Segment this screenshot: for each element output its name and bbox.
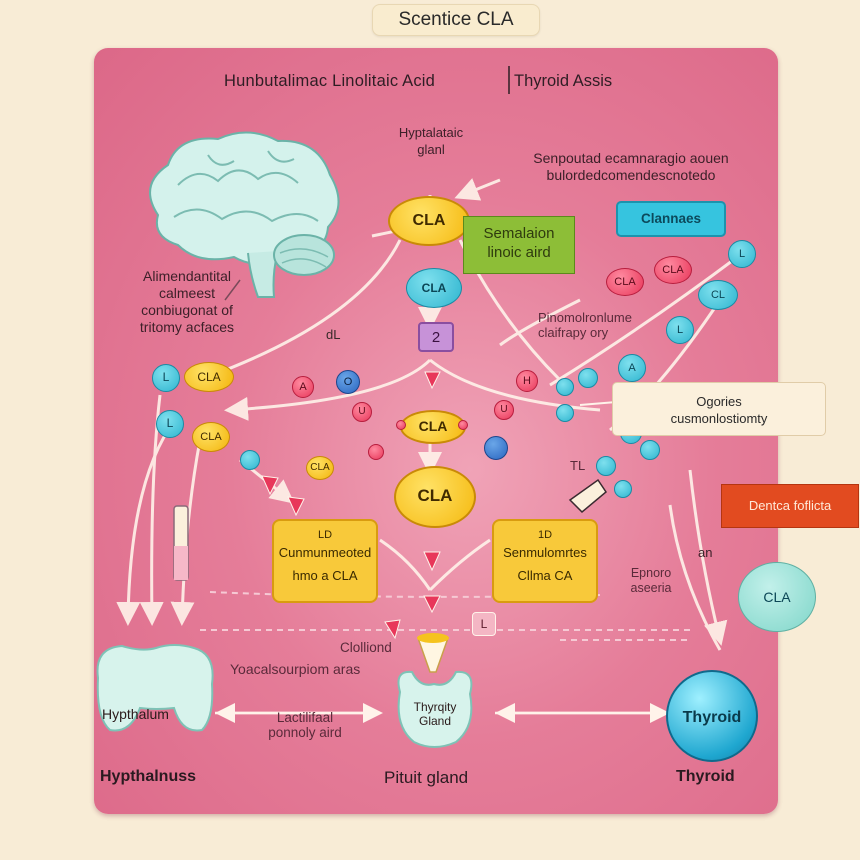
yoacal-note: Yoacalsourpiom aras: [230, 661, 361, 677]
left-process-line2: hmo a CLA: [292, 568, 358, 583]
cla-node-center-big: CLA: [394, 466, 476, 528]
chain-dot-3: [556, 404, 574, 422]
left-process-box: LD Cunmunmeoted hmo a CLA: [272, 519, 378, 603]
thyroid-label: Thyroid: [676, 768, 735, 785]
molecule-o: O: [336, 370, 360, 394]
linoleic-acid-box: Semalaion linoic aird: [463, 216, 575, 274]
customer-note-box: Ogories cusmonlostiomty: [612, 382, 826, 436]
molecule-dot-l: [396, 420, 406, 430]
cla-node-center-small: CLA: [400, 410, 466, 444]
molecule-cla-1: CLA: [184, 362, 234, 392]
chain-dot-6: [596, 456, 616, 476]
chain-cla-2: CLA: [654, 256, 692, 284]
left-process-tag: LD: [317, 529, 333, 541]
molecule-l-2: L: [156, 410, 184, 438]
hypothalamus-label: Hypthalnuss: [100, 768, 197, 785]
dl-label: dL: [326, 327, 341, 342]
diagram-subtitle: Thyroid Assis: [514, 72, 613, 90]
an-label: an: [698, 545, 713, 560]
right-process-box: 1D Senmulomrtes Cllma CA: [492, 519, 598, 603]
brain-icon: [149, 131, 340, 298]
chain-l-2: L: [666, 316, 694, 344]
chain-cl: CL: [698, 280, 738, 310]
molecule-dot-r: [458, 420, 468, 430]
chain-dot-1: [578, 368, 598, 388]
chain-dot-2: [556, 378, 574, 396]
chain-l-1: L: [728, 240, 756, 268]
marker-l: L: [472, 612, 496, 636]
cla-node-top: CLA: [388, 196, 470, 246]
molecule-h: H: [516, 370, 538, 392]
right-process-line2: Cllma CA: [517, 568, 573, 583]
diagram-title: Hunbutalimac Linolitaic Acid: [224, 72, 436, 90]
dentca-box: Dentca foflicta: [721, 484, 859, 528]
molecule-u-1: U: [352, 402, 372, 422]
top-note: Senpoutad ecamnaragio aouen bulordedcome…: [533, 150, 729, 183]
brain-note: Alimendantital calmeest conbiugonat of t…: [139, 268, 235, 335]
hypothalamic-gland-label: Hyptalataic glanl: [398, 125, 464, 157]
pituitary-inner-label: Thyrqity Gland: [413, 700, 457, 728]
hypothalamus-shape: [96, 644, 214, 732]
enpore-note: Epnoro aseeria: [630, 566, 672, 595]
molecule-dot-1: [240, 450, 260, 470]
phenom-note: Pinomolronlume claifrapy ory: [538, 310, 632, 340]
title-badge: Scentice CLA: [372, 4, 540, 36]
cla-circle-right: CLA: [738, 562, 816, 632]
molecule-cla-2: CLA: [192, 422, 230, 452]
cla-node-mid: CLA: [406, 268, 462, 308]
molecule-dot-red: [368, 444, 384, 460]
cloitond-note: Clolliond: [340, 640, 392, 655]
molecule-navy: [484, 436, 508, 460]
chain-a: A: [618, 354, 646, 382]
molecule-cla-small: CLA: [306, 456, 334, 480]
receptor-badge: 2: [418, 322, 454, 352]
pituitary-shape: [397, 670, 473, 748]
molecule-a: A: [292, 376, 314, 398]
left-process-line1: Cunmunmeoted: [278, 545, 372, 560]
thyroid-shape: Thyroid: [666, 670, 758, 762]
pituitary-label: Pituit gland: [384, 768, 469, 787]
chain-dot-7: [614, 480, 632, 498]
hypothalamus-inner-label: Hypthalum: [102, 706, 169, 722]
chain-dot-5: [640, 440, 660, 460]
title-separator: [508, 66, 510, 94]
right-process-line1: Senmulomrtes: [503, 545, 587, 560]
tl-label: TL: [570, 458, 586, 473]
molecule-u-2: U: [494, 400, 514, 420]
chain-cla-1: CLA: [606, 268, 644, 296]
lactilutai-note: Lactilifaal ponnoly aird: [268, 710, 342, 740]
molecule-l-1: L: [152, 364, 180, 392]
right-process-tag: 1D: [537, 529, 553, 541]
clearance-box: Clannaes: [616, 201, 726, 237]
